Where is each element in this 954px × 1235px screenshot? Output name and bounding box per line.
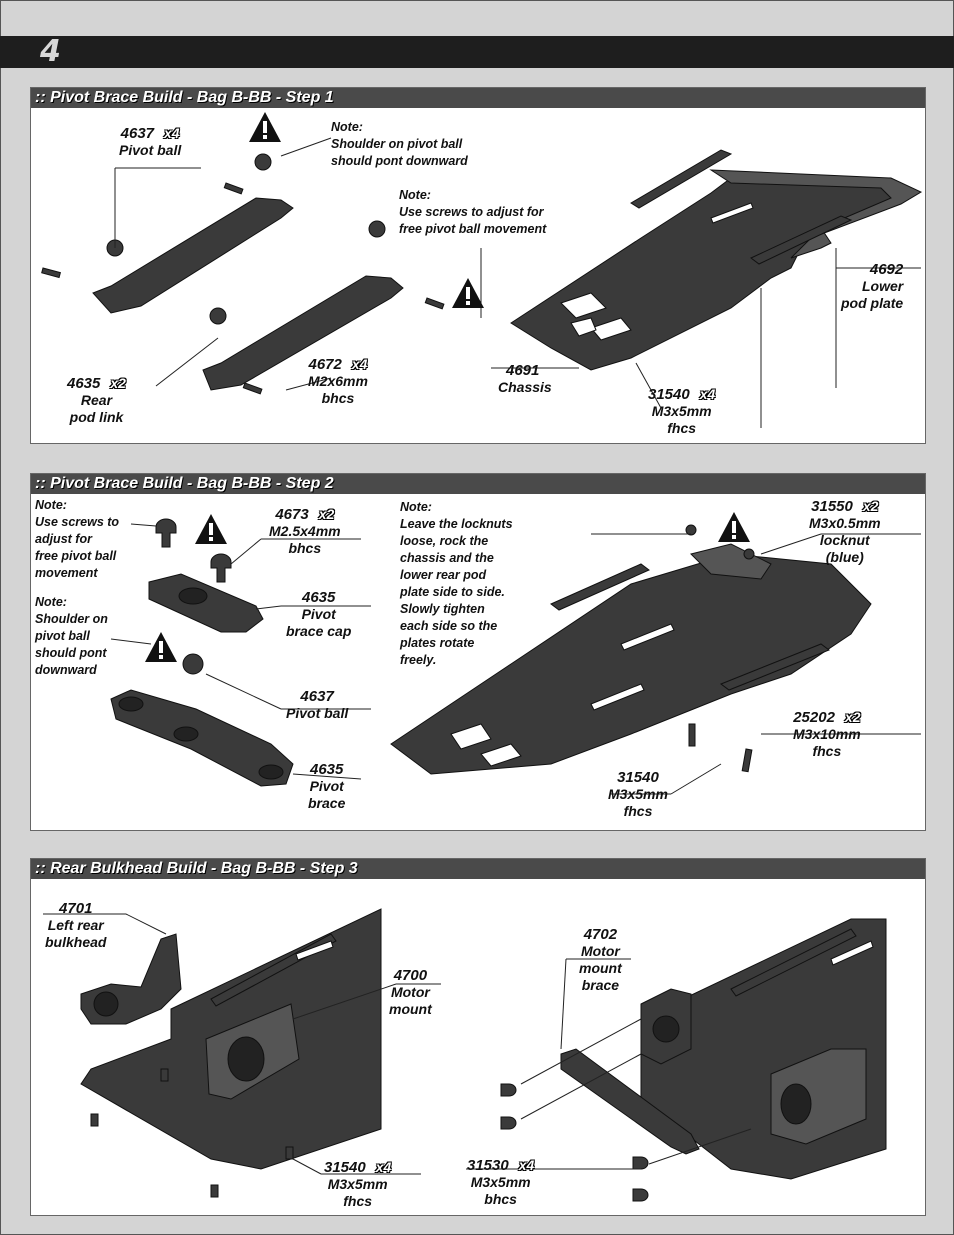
screw-icon — [210, 1184, 219, 1198]
screw-icon — [741, 748, 753, 773]
page-header-bar — [0, 36, 954, 68]
part-label: 4702 Motor mount brace — [579, 926, 622, 993]
rear-pod-link-2 — [202, 275, 404, 391]
locknut — [685, 524, 697, 536]
step-1-illustration — [41, 112, 923, 428]
step-3-illustration — [43, 908, 887, 1202]
screw-icon — [500, 1083, 517, 1097]
part-label: 4691 Chassis — [498, 362, 552, 395]
warning-triangle-icon — [249, 112, 281, 142]
step-1-panel: :: Pivot Brace Build - Bag B-BB - Step 1 — [30, 87, 926, 444]
step-3-panel: :: Rear Bulkhead Build - Bag B-BB - Step… — [30, 858, 926, 1216]
pivot-ball-icon — [182, 653, 204, 675]
lower-pod-plate — [709, 169, 923, 259]
pivot-ball-icon — [368, 220, 386, 238]
pivot-brace — [110, 689, 294, 787]
step-3-header: :: Rear Bulkhead Build - Bag B-BB - Step… — [31, 859, 925, 879]
part-label: 4637 Pivot ball — [286, 688, 349, 721]
page-number: 4 — [40, 34, 61, 69]
screw-icon — [242, 382, 263, 395]
warning-triangle-icon — [195, 514, 227, 544]
step-2-illustration — [110, 512, 921, 795]
pivot-brace-mounted — [690, 543, 772, 580]
step-3-title: :: Rear Bulkhead Build - Bag B-BB - Step… — [35, 860, 358, 877]
step-2-panel: :: Pivot Brace Build - Bag B-BB - Step 2 — [30, 473, 926, 831]
step-1-title: :: Pivot Brace Build - Bag B-BB - Step 1 — [35, 89, 334, 106]
motor-mount-brace — [560, 1048, 700, 1155]
screw-icon — [90, 1113, 99, 1127]
chassis-plate — [390, 553, 872, 775]
screw-icon — [41, 267, 61, 279]
warning-triangle-icon — [452, 278, 484, 308]
screw-icon — [500, 1116, 517, 1130]
screw-icon — [632, 1156, 649, 1170]
screw-icon — [632, 1188, 649, 1202]
screw-icon — [688, 723, 696, 747]
screw-icon — [285, 1146, 294, 1160]
pivot-ball-icon — [209, 307, 227, 325]
pivot-brace-cap — [148, 573, 264, 633]
screw-icon — [160, 1068, 169, 1082]
pivot-ball-icon — [254, 153, 272, 171]
step-2-header: :: Pivot Brace Build - Bag B-BB - Step 2 — [31, 474, 925, 494]
part-label: 4701 Left rear bulkhead — [45, 900, 107, 950]
warning-triangle-icon — [145, 632, 177, 662]
step-2-title: :: Pivot Brace Build - Bag B-BB - Step 2 — [35, 475, 334, 492]
step-1-header: :: Pivot Brace Build - Bag B-BB - Step 1 — [31, 88, 925, 108]
screw-icon — [155, 518, 177, 548]
locknut — [743, 548, 755, 560]
part-label: 4692 Lower pod plate — [841, 261, 904, 311]
screw-icon — [210, 553, 232, 583]
screw-icon — [223, 182, 244, 195]
screw-icon — [424, 297, 445, 310]
part-label: 4700 Motor mount — [389, 967, 432, 1017]
part-label: 4635 Pivot brace — [308, 761, 346, 811]
part-label: 4635 Pivot brace cap — [286, 589, 352, 639]
part-label: 31540 M3x5mm fhcs — [608, 769, 668, 819]
rear-pod-link-1 — [92, 197, 294, 314]
warning-triangle-icon — [718, 512, 750, 542]
